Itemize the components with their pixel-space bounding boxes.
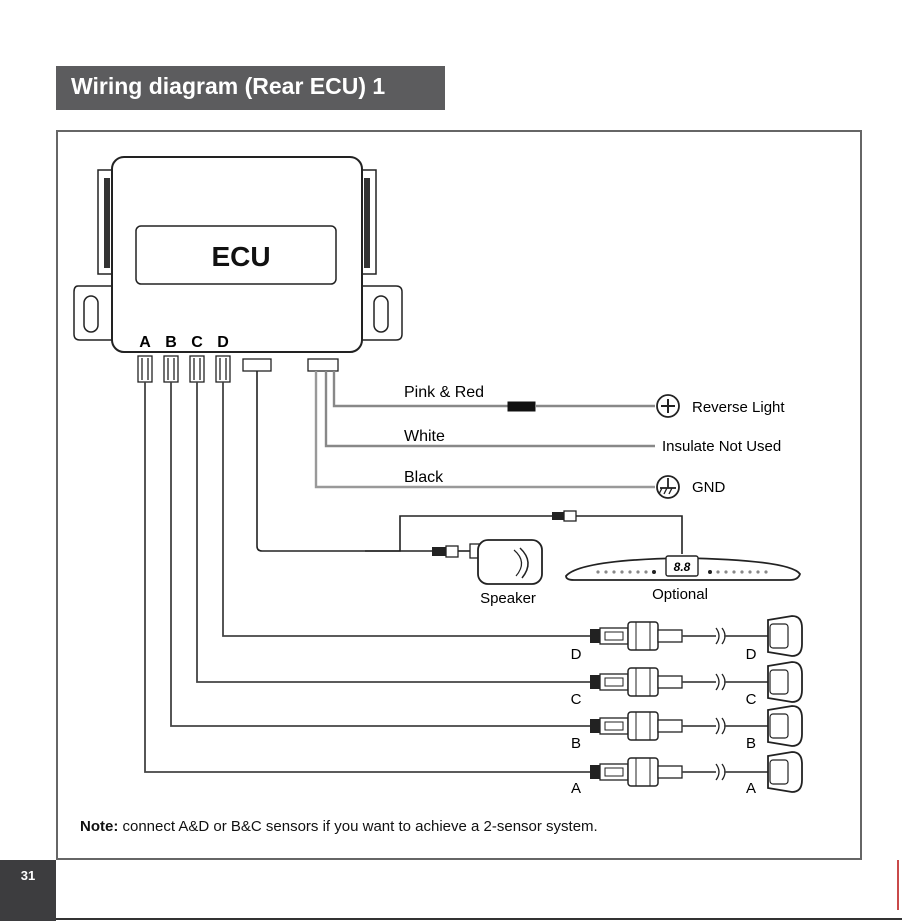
port-letter-d: D	[217, 334, 229, 351]
speaker-icon	[470, 540, 542, 584]
wire-label-white: White	[404, 428, 445, 445]
power-wires	[316, 371, 655, 487]
row-label-b-left: B	[571, 735, 581, 752]
port-letter-c: C	[191, 334, 203, 351]
row-label-a-left: A	[571, 780, 581, 797]
display-icon: 8.8	[566, 556, 800, 580]
note-text: connect A&D or B&C sensors if you want t…	[118, 818, 597, 835]
port-letter-b: B	[165, 334, 177, 351]
ground-icon	[657, 476, 679, 498]
row-label-c-left: C	[571, 691, 582, 708]
inline-connector-speaker	[432, 546, 470, 557]
terminal-insulate: Insulate Not Used	[662, 438, 781, 455]
ecu-unit: ECU	[74, 157, 402, 352]
port-letter-a: A	[139, 334, 151, 351]
terminal-gnd: GND	[692, 479, 726, 496]
display-label: Optional	[652, 586, 708, 603]
row-label-d-right: D	[746, 646, 757, 663]
sensor-harness-b	[590, 706, 802, 746]
note-prefix: Note:	[80, 818, 118, 835]
row-label-c-right: C	[746, 691, 757, 708]
ecu-label: ECU	[211, 241, 270, 272]
page-number: 31	[0, 868, 56, 883]
display-value: 8.8	[674, 560, 691, 574]
bottom-rule	[56, 918, 902, 920]
wire-label-pink-red: Pink & Red	[404, 384, 484, 401]
terminal-reverse-light: Reverse Light	[692, 399, 785, 416]
ecu-sensor-plugs	[138, 356, 338, 382]
note: Note: connect A&D or B&C sensors if you …	[80, 818, 598, 835]
speaker-label: Speaker	[480, 590, 536, 607]
sensor-harness-d	[590, 616, 802, 656]
row-label-a-right: A	[746, 780, 756, 797]
sensor-harness-c	[590, 662, 802, 702]
edge-mark	[897, 860, 899, 910]
row-label-b-right: B	[746, 735, 756, 752]
row-label-d-left: D	[571, 646, 582, 663]
sensor-harness-a	[590, 752, 802, 792]
wire-label-black: Black	[404, 469, 444, 486]
inline-connector-top	[552, 511, 576, 521]
page-number-tab: 31	[0, 860, 56, 921]
plus-icon	[657, 395, 679, 417]
